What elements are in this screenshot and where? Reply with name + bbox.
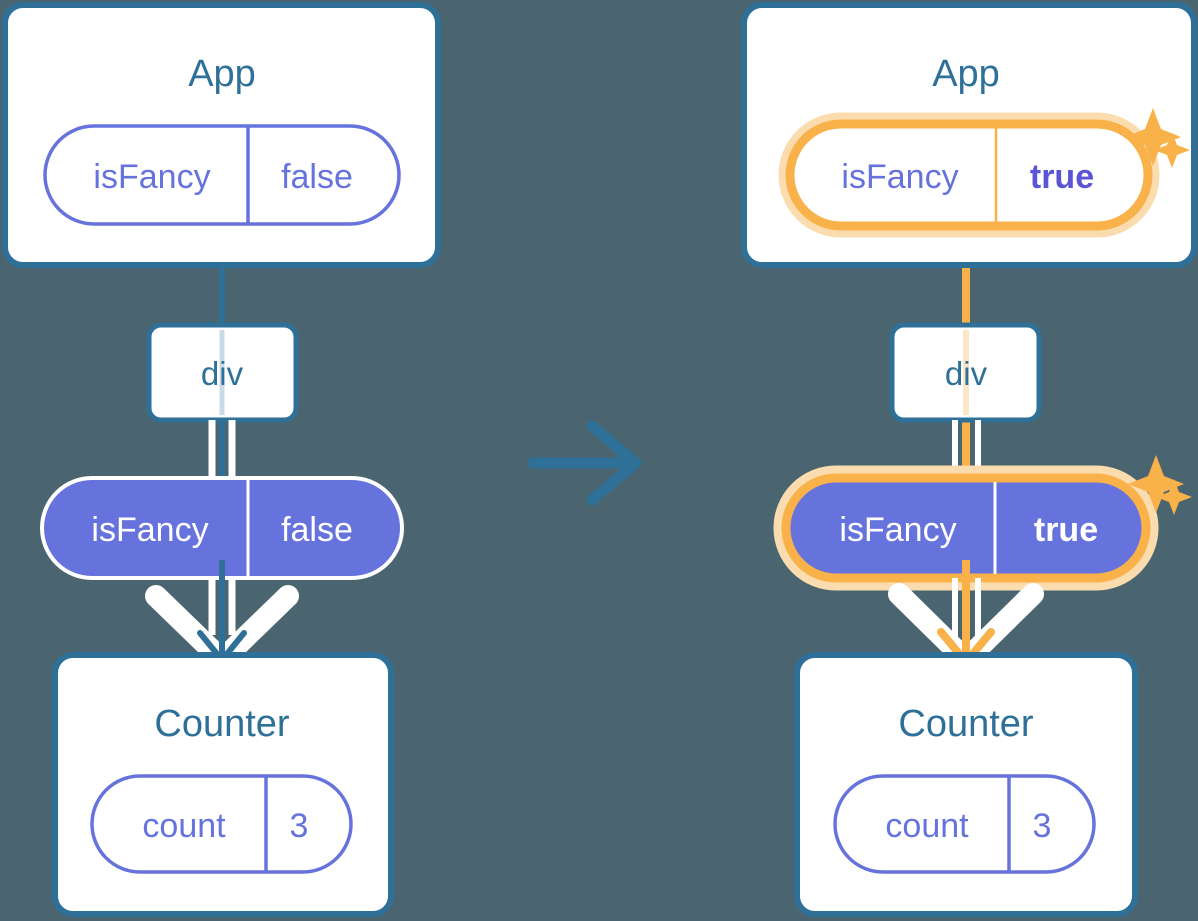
left-div-label: div	[201, 355, 244, 392]
right-app-pill-ring	[785, 119, 1153, 231]
left-counter-state-pill: count 3	[90, 774, 353, 874]
left-counter-label: Counter	[154, 703, 290, 745]
right-app-pill-key: isFancy	[841, 158, 958, 196]
right-counter-pill-value: 3	[1033, 807, 1052, 845]
left-prop-pill: isFancy false	[40, 476, 404, 580]
right-app-pill-value: true	[1030, 158, 1094, 196]
left-app-pill-key: isFancy	[93, 158, 210, 196]
right-counter-pill-key: count	[885, 807, 969, 845]
right-counter-label: Counter	[898, 703, 1034, 745]
left-counter-pill-key: count	[142, 807, 226, 845]
right-prop-sparkle-icon	[1128, 455, 1192, 515]
left-app-label: App	[188, 53, 256, 95]
right-div-box: div	[889, 322, 1042, 423]
left-app-pill-value: false	[281, 158, 353, 196]
left-div-box: div	[146, 322, 299, 423]
right-app-pill-glow	[778, 112, 1160, 238]
left-prop-pill-key: isFancy	[91, 511, 208, 549]
right-prop-pill-key: isFancy	[839, 511, 956, 549]
left-arrow-to-counter	[145, 560, 299, 671]
right-div-label: div	[945, 355, 988, 392]
right-counter-state-pill: count 3	[833, 774, 1096, 874]
left-app-state-pill: isFancy false	[43, 124, 401, 226]
right-arrow-to-counter	[888, 560, 1044, 671]
transition-right-arrow	[527, 420, 642, 506]
right-prop-pill-value: true	[1034, 511, 1098, 549]
right-app-sparkle-icon	[1125, 108, 1190, 168]
right-app-label: App	[932, 53, 1000, 95]
right-app-state-pill: isFancy true	[778, 112, 1160, 238]
left-counter-pill-value: 3	[290, 807, 309, 845]
left-prop-pill-value: false	[281, 511, 353, 549]
